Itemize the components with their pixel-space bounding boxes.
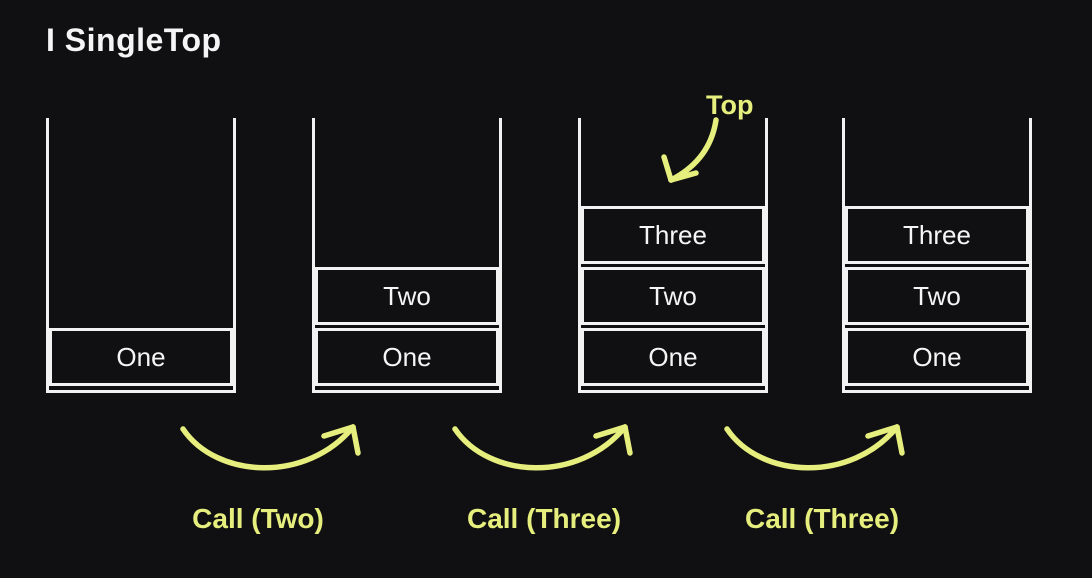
- stack-cell: Two: [315, 267, 499, 325]
- page-title: I SingleTop: [46, 22, 222, 58]
- stack-cell: Two: [845, 267, 1029, 325]
- transition-label: Call (Two): [192, 503, 324, 534]
- transition-arrow-icon: [452, 424, 633, 471]
- top-arrow-icon: [661, 117, 719, 183]
- transition-arrow-icon: [724, 424, 905, 471]
- stack-cell: Three: [581, 206, 765, 264]
- stack-cell: One: [315, 328, 499, 386]
- top-annotation-label: Top: [706, 90, 754, 120]
- activity-stack-1: One: [46, 118, 236, 393]
- stack-cell: Three: [845, 206, 1029, 264]
- transition-label: Call (Three): [744, 503, 900, 534]
- transition-arrow-icon: [180, 424, 361, 471]
- stack-cell: One: [49, 328, 233, 386]
- stack-cell: Two: [581, 267, 765, 325]
- stack-cell: One: [581, 328, 765, 386]
- stack-cell: One: [845, 328, 1029, 386]
- transition-label: Call (Three): [466, 503, 622, 534]
